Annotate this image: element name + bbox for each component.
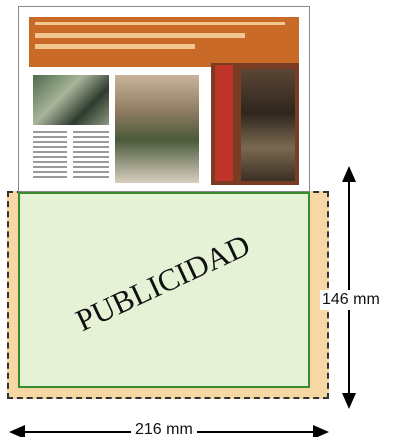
height-dimension-arrow	[342, 166, 356, 409]
magazine-page-preview	[18, 6, 310, 192]
header-banner	[29, 17, 299, 67]
photo-courtyard	[115, 75, 199, 183]
photo-group	[33, 75, 109, 125]
width-label: 216 mm	[131, 421, 197, 439]
ad-space	[18, 192, 310, 388]
height-label: 146 mm	[320, 290, 382, 310]
